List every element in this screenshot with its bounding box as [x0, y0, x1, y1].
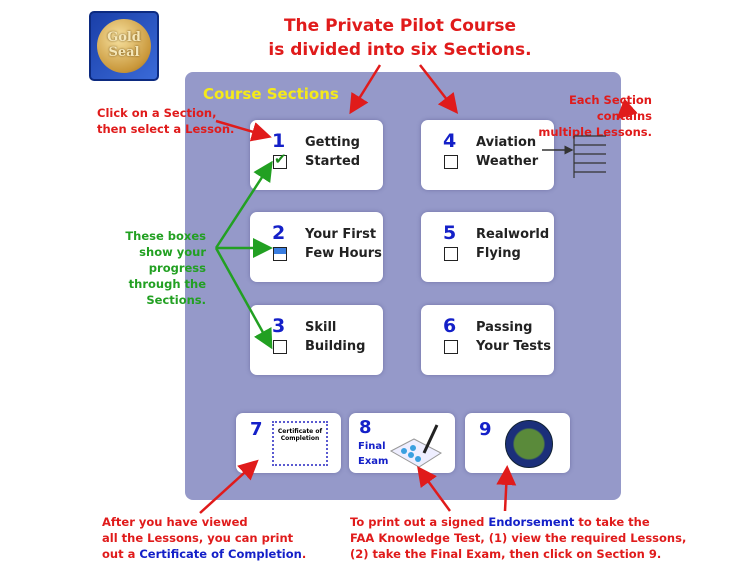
progress-checkbox	[444, 247, 458, 261]
section-number: 3	[272, 315, 286, 337]
endorsement-link[interactable]: Endorsement	[488, 515, 575, 529]
section-number: 7	[250, 419, 263, 440]
endorsement-note: To print out a signed Endorsement to tak…	[350, 515, 687, 561]
progress-checkbox	[273, 340, 287, 354]
progress-checkbox	[444, 155, 458, 169]
exam-sheet-icon	[389, 424, 443, 468]
certificate-link[interactable]: Certificate of Completion	[139, 547, 302, 561]
progress-checkbox-complete: ✔	[273, 150, 287, 169]
section-number: 5	[443, 222, 457, 244]
headline: The Private Pilot Course is divided into …	[250, 14, 550, 62]
section-number: 1	[272, 130, 286, 152]
checkmark-icon: ✔	[274, 150, 287, 168]
progress-checkbox	[444, 340, 458, 354]
headline-line: is divided into six Sections.	[268, 40, 532, 60]
section-number: 8	[359, 417, 372, 438]
section-number: 4	[443, 130, 457, 152]
section-number: 9	[479, 419, 492, 440]
headline-line: The Private Pilot Course	[283, 16, 517, 36]
section-number: 6	[443, 315, 457, 337]
panel-title: Course Sections	[203, 85, 339, 103]
faa-seal-icon	[505, 420, 553, 468]
progress-checkbox-partial	[273, 247, 287, 261]
endorsement-button[interactable]: 9	[465, 413, 570, 473]
section-number: 2	[272, 222, 286, 244]
click-section-note: Click on a Section,then select a Lesson.	[97, 106, 235, 136]
